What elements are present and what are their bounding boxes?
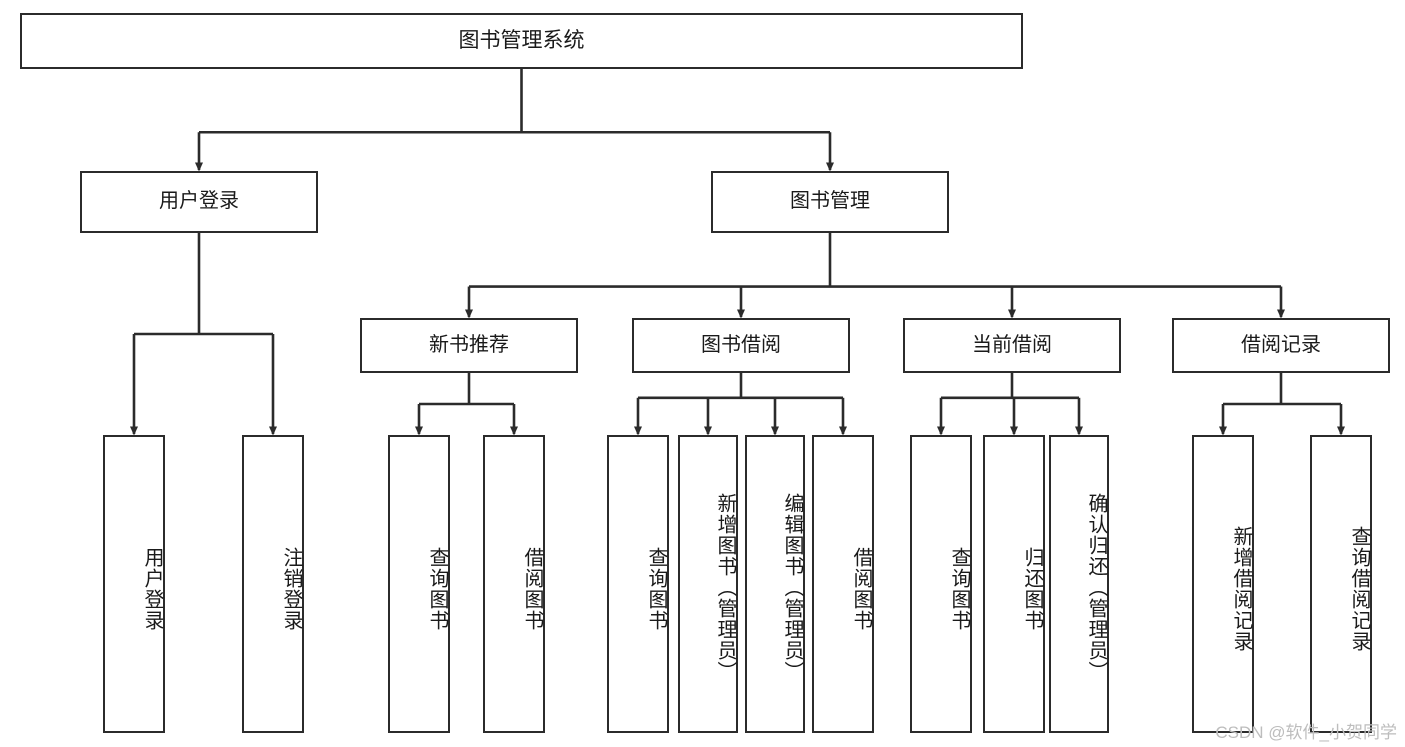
node-label: 新增借阅记录 <box>1230 526 1252 652</box>
node-label: 编辑图书（管理员） <box>781 492 803 682</box>
node-label: 当前借阅 <box>972 333 1052 356</box>
node-label: 确认归还（管理员） <box>1085 492 1107 682</box>
node-label: 新书推荐 <box>429 333 509 356</box>
node-leaf-borrow-book-rec[interactable]: 借阅图书 <box>483 435 545 733</box>
node-leaf-query-book-borrow[interactable]: 查询图书 <box>607 435 669 733</box>
node-label: 注销登录 <box>280 547 302 631</box>
node-new-book-rec[interactable]: 新书推荐 <box>360 318 578 373</box>
node-label: 归还图书 <box>1021 547 1043 631</box>
node-leaf-query-record[interactable]: 查询借阅记录 <box>1310 435 1372 733</box>
node-book-borrow[interactable]: 图书借阅 <box>632 318 850 373</box>
node-leaf-query-book-rec[interactable]: 查询图书 <box>388 435 450 733</box>
node-label: 图书管理系统 <box>458 28 585 52</box>
node-label: 查询图书 <box>948 547 970 631</box>
node-label: 借阅图书 <box>850 547 872 631</box>
node-label: 查询图书 <box>426 547 448 631</box>
node-leaf-query-book-cur[interactable]: 查询图书 <box>910 435 972 733</box>
node-label: 用户登录 <box>159 190 239 213</box>
node-leaf-add-book[interactable]: 新增图书（管理员） <box>678 435 738 733</box>
node-label: 图书借阅 <box>701 333 781 356</box>
node-leaf-borrow-book[interactable]: 借阅图书 <box>812 435 874 733</box>
node-root[interactable]: 图书管理系统 <box>20 13 1023 69</box>
node-leaf-confirm-return[interactable]: 确认归还（管理员） <box>1049 435 1109 733</box>
node-borrow-record[interactable]: 借阅记录 <box>1172 318 1390 373</box>
node-leaf-return-book[interactable]: 归还图书 <box>983 435 1045 733</box>
node-label: 查询借阅记录 <box>1348 526 1370 652</box>
node-label: 用户登录 <box>141 547 163 631</box>
node-leaf-user-logout[interactable]: 注销登录 <box>242 435 304 733</box>
node-label: 图书管理 <box>790 190 870 213</box>
csdn-watermark: CSDN @软件_小贺同学 <box>1215 723 1397 742</box>
node-book-manage[interactable]: 图书管理 <box>711 171 949 233</box>
node-current-borrow[interactable]: 当前借阅 <box>903 318 1121 373</box>
node-leaf-add-record[interactable]: 新增借阅记录 <box>1192 435 1254 733</box>
node-label: 查询图书 <box>645 547 667 631</box>
node-label: 借阅记录 <box>1241 333 1321 356</box>
node-label: 新增图书（管理员） <box>714 492 736 682</box>
node-leaf-edit-book[interactable]: 编辑图书（管理员） <box>745 435 805 733</box>
node-leaf-user-login[interactable]: 用户登录 <box>103 435 165 733</box>
node-user-login[interactable]: 用户登录 <box>80 171 318 233</box>
node-label: 借阅图书 <box>521 547 543 631</box>
